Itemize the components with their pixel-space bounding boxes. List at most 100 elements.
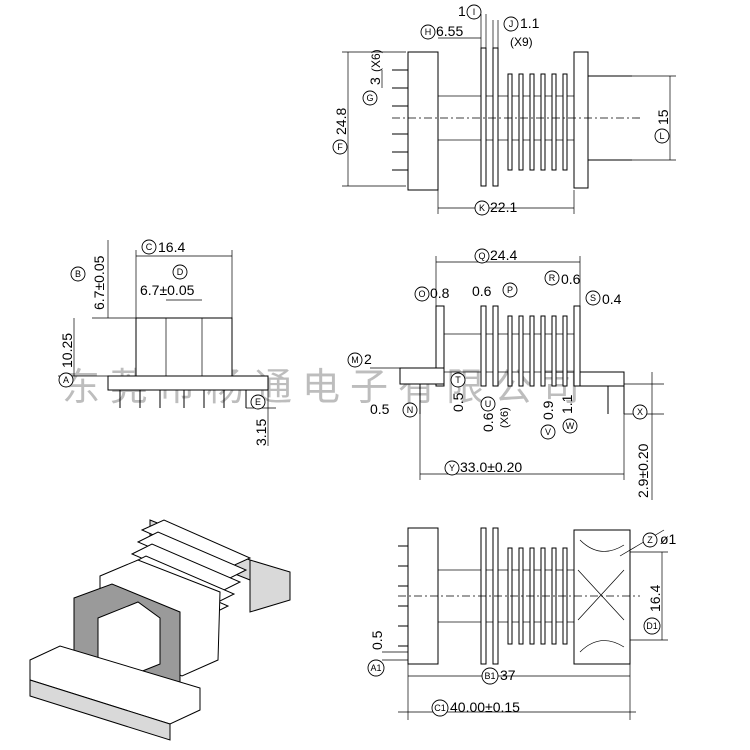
svg-text:A: A <box>63 375 69 385</box>
dim-X: X 2.9±0.20 <box>632 404 651 498</box>
svg-text:1: 1 <box>458 3 466 19</box>
dim-T: T 0.5 <box>450 372 466 412</box>
dim-G: G 3 (X6) <box>362 49 383 106</box>
svg-text:K: K <box>479 203 485 213</box>
svg-text:10.25: 10.25 <box>59 333 75 368</box>
dim-A: A 10.25 <box>58 333 75 388</box>
dim-A1: A1 0.5 <box>367 630 385 677</box>
dim-V: V 0.9 <box>540 400 556 440</box>
front-pins <box>119 390 247 408</box>
svg-text:1.1: 1.1 <box>559 394 575 414</box>
svg-text:D: D <box>177 267 184 277</box>
top-left-pins <box>392 69 408 171</box>
dim-U: U 0.6 (X6) <box>480 396 511 432</box>
bottom-view: D1 16.4 Z ø1 A1 0.5 B1 37 C1 40.00±0.15 <box>367 527 677 720</box>
svg-text:16.4: 16.4 <box>647 585 663 612</box>
svg-text:Z: Z <box>647 535 653 545</box>
dim-I: 1 I <box>458 3 482 20</box>
svg-text:C: C <box>146 242 153 252</box>
svg-text:6.55: 6.55 <box>436 23 463 39</box>
svg-text:(X6): (X6) <box>369 49 383 72</box>
dim-R: R 0.6 <box>544 270 581 287</box>
svg-text:0.6: 0.6 <box>561 271 581 287</box>
svg-text:W: W <box>566 421 575 431</box>
svg-text:D1: D1 <box>646 621 658 631</box>
svg-text:2: 2 <box>364 351 372 367</box>
dim-Y: Y 33.0±0.20 <box>444 459 522 476</box>
side-view: Q 24.4 R 0.6 O 0.8 0.6 P S 0.4 M 2 <box>347 247 664 500</box>
dim-C: C 16.4 <box>141 239 185 255</box>
svg-text:2.9±0.20: 2.9±0.20 <box>635 443 651 498</box>
dim-O: O 0.8 <box>414 285 450 302</box>
svg-text:P: P <box>507 285 513 295</box>
svg-text:H: H <box>425 27 432 37</box>
svg-text:S: S <box>590 293 596 303</box>
svg-text:ø1: ø1 <box>660 531 677 547</box>
svg-text:M: M <box>351 355 359 365</box>
svg-text:L: L <box>659 131 664 141</box>
dim-D: D 6.7±0.05 <box>140 264 195 298</box>
svg-text:16.4: 16.4 <box>158 239 185 255</box>
svg-text:15: 15 <box>655 109 671 125</box>
top-fins <box>480 47 568 187</box>
svg-text:T: T <box>455 375 461 385</box>
svg-text:22.1: 22.1 <box>490 199 517 215</box>
dim-L: L 15 <box>654 109 671 144</box>
front-view: C 16.4 D 6.7±0.05 B 6.7±0.05 A 10.25 <box>58 239 276 446</box>
dim-Q: Q 24.4 <box>474 247 517 264</box>
dim-W: W 1.1 <box>559 394 578 434</box>
dim-E: E 3.15 <box>250 394 269 446</box>
dim-F: F 24.8 <box>332 108 349 155</box>
dim-D1: D1 16.4 <box>643 585 663 635</box>
svg-text:0.9: 0.9 <box>540 400 556 420</box>
svg-text:Y: Y <box>449 463 455 473</box>
svg-text:33.0±0.20: 33.0±0.20 <box>460 459 522 475</box>
top-left-flange <box>407 51 439 191</box>
top-right-flange <box>573 51 589 189</box>
svg-text:24.8: 24.8 <box>333 108 349 135</box>
svg-text:(X6): (X6) <box>499 407 511 428</box>
svg-text:E: E <box>255 397 261 407</box>
dim-S: S 0.4 <box>585 290 622 307</box>
svg-text:J: J <box>509 19 514 29</box>
svg-text:G: G <box>366 93 373 103</box>
svg-text:0.5: 0.5 <box>369 630 385 650</box>
dim-B1: B1 37 <box>481 667 516 685</box>
dim-J: J 1.1 (X9) <box>503 15 540 49</box>
svg-text:R: R <box>549 273 556 283</box>
svg-text:0.6: 0.6 <box>480 412 496 432</box>
svg-text:40.00±0.15: 40.00±0.15 <box>450 699 520 715</box>
svg-text:0.5: 0.5 <box>450 392 466 412</box>
dim-Z: Z ø1 <box>642 531 677 548</box>
svg-text:37: 37 <box>500 667 516 683</box>
svg-text:0.8: 0.8 <box>430 285 450 301</box>
svg-text:0.5: 0.5 <box>370 401 390 417</box>
svg-text:B: B <box>75 269 81 279</box>
dim-N: 0.5 N <box>370 401 418 418</box>
svg-text:V: V <box>545 427 551 437</box>
svg-text:N: N <box>407 405 414 415</box>
svg-text:O: O <box>418 289 425 299</box>
isometric-view <box>29 519 291 741</box>
svg-text:I: I <box>473 7 476 17</box>
svg-text:U: U <box>485 399 492 409</box>
svg-text:6.7±0.05: 6.7±0.05 <box>91 255 107 310</box>
dim-C1: C1 40.00±0.15 <box>431 699 520 717</box>
side-fins <box>480 305 581 387</box>
svg-text:24.4: 24.4 <box>490 247 517 263</box>
front-core-window <box>135 317 233 377</box>
svg-text:3.15: 3.15 <box>253 419 269 446</box>
svg-text:Q: Q <box>478 251 485 261</box>
svg-text:0.6: 0.6 <box>472 283 492 299</box>
svg-text:3: 3 <box>367 77 383 85</box>
svg-text:6.7±0.05: 6.7±0.05 <box>140 282 195 298</box>
svg-text:A1: A1 <box>370 663 381 673</box>
front-base <box>107 375 269 391</box>
svg-text:X: X <box>637 407 643 417</box>
top-view: F 24.8 G 3 (X6) H 6.55 1 I J 1.1 <box>332 3 676 216</box>
dim-P: 0.6 P <box>472 282 518 299</box>
svg-text:1.1: 1.1 <box>520 15 540 31</box>
dim-M: M 2 <box>347 351 372 368</box>
svg-text:(X9): (X9) <box>510 35 533 49</box>
